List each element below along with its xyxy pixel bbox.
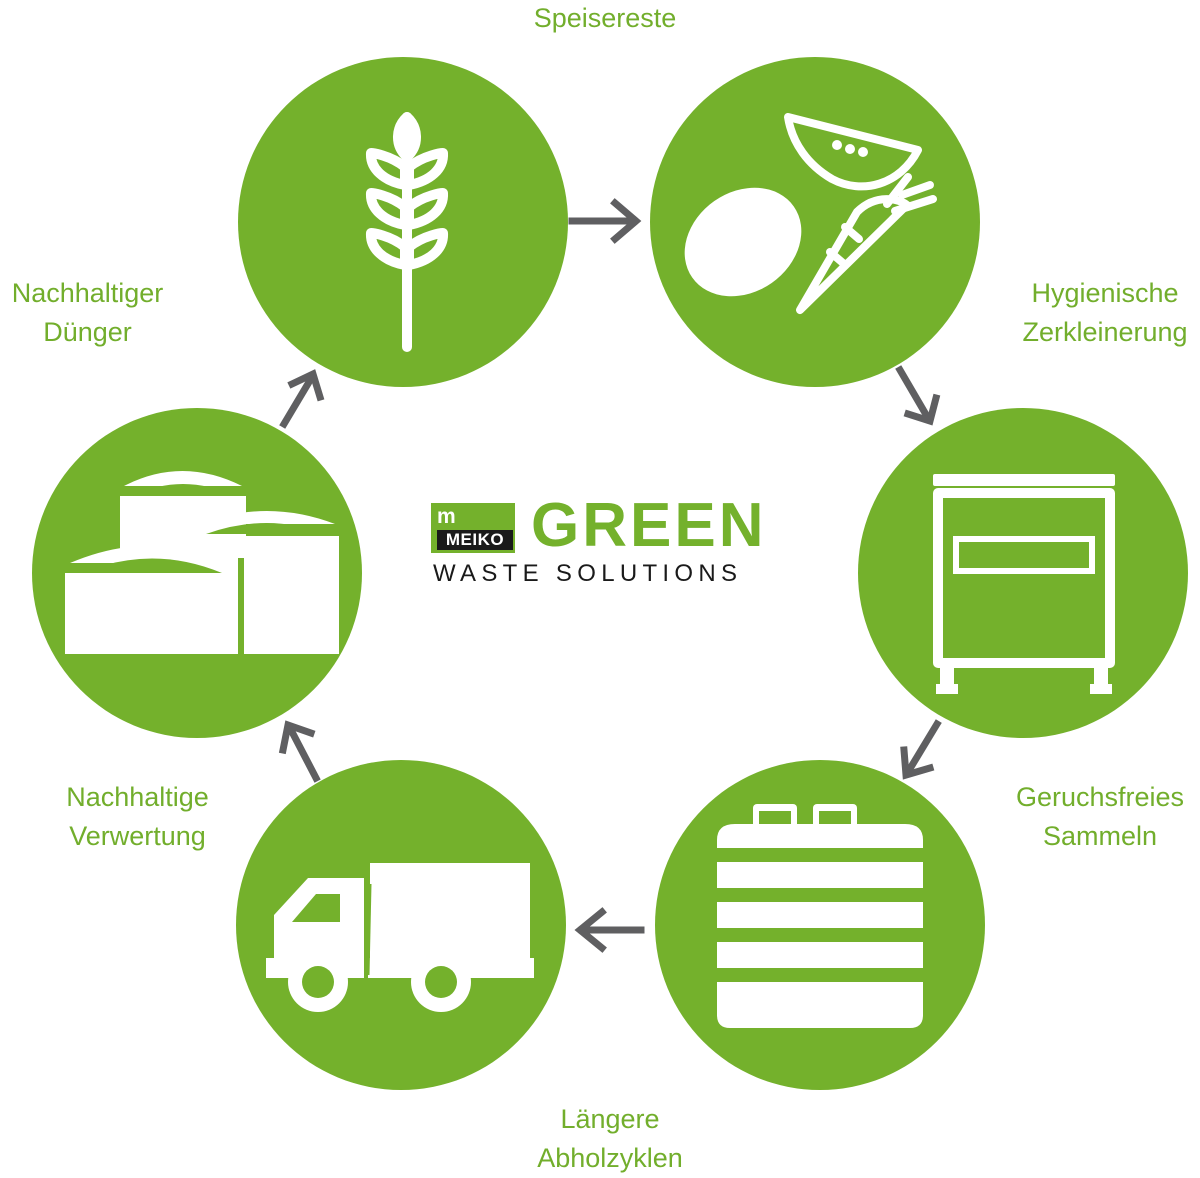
logo-brand-name: MEIKO <box>437 530 513 550</box>
label-geruchsfreies-line2: Sammeln <box>1042 821 1158 851</box>
label-laengere-line1: Längere <box>560 1104 660 1134</box>
step-circle-truck <box>236 760 566 1090</box>
grinder-machine-icon <box>933 474 1115 694</box>
logo-headline: GREEN <box>531 491 767 560</box>
label-laengere-line2: Abholzyklen <box>537 1143 683 1173</box>
step-circle-tank <box>655 760 985 1090</box>
arrow-down-left-icon <box>900 719 942 780</box>
label-speisereste: Speisereste <box>505 0 705 38</box>
step-circle-food <box>650 57 980 387</box>
label-geruchsfreies-sammeln: Geruchsfreies Sammeln <box>995 778 1200 856</box>
label-hygienische-line1: Hygienische <box>1031 278 1179 308</box>
step-circle-wheat <box>238 57 568 387</box>
label-speisereste-text: Speisereste <box>533 3 677 33</box>
step-circle-biogas <box>32 408 362 738</box>
label-laengere-abholzyklen: Längere Abholzyklen <box>510 1100 710 1178</box>
truck-icon <box>266 863 534 1012</box>
label-hygienische-zerkleinerung: Hygienische Zerkleinerung <box>1000 274 1200 352</box>
label-nachhaltige-verwertung: Nachhaltige Verwertung <box>35 778 240 856</box>
food-scraps-icon <box>684 113 937 314</box>
biogas-plant-icon <box>65 471 339 654</box>
label-duenger-line2: Dünger <box>43 317 132 347</box>
logo-subline: WASTE SOLUTIONS <box>433 560 743 587</box>
label-verwertung-line2: Verwertung <box>69 821 206 851</box>
label-verwertung-line1: Nachhaltige <box>66 782 209 812</box>
meiko-logo-mark: m MEIKO <box>431 503 515 553</box>
arrow-right-icon <box>568 198 642 244</box>
arrow-up-left-icon <box>278 720 321 783</box>
arrow-left-icon <box>574 907 645 953</box>
storage-tank-icon <box>717 804 923 1028</box>
arrow-up-right-icon <box>279 369 325 429</box>
arrow-down-right-icon <box>895 365 941 426</box>
label-nachhaltiger-duenger: Nachhaltiger Dünger <box>0 274 185 352</box>
label-hygienische-line2: Zerkleinerung <box>1022 317 1188 347</box>
logo-m-glyph: m <box>437 505 456 528</box>
meiko-green-logo: m MEIKO GREEN WASTE SOLUTIONS <box>431 493 791 587</box>
label-geruchsfreies-line1: Geruchsfreies <box>1015 782 1185 812</box>
step-circle-grinder <box>858 408 1188 738</box>
wheat-icon <box>366 112 448 352</box>
label-duenger-line1: Nachhaltiger <box>11 278 164 308</box>
